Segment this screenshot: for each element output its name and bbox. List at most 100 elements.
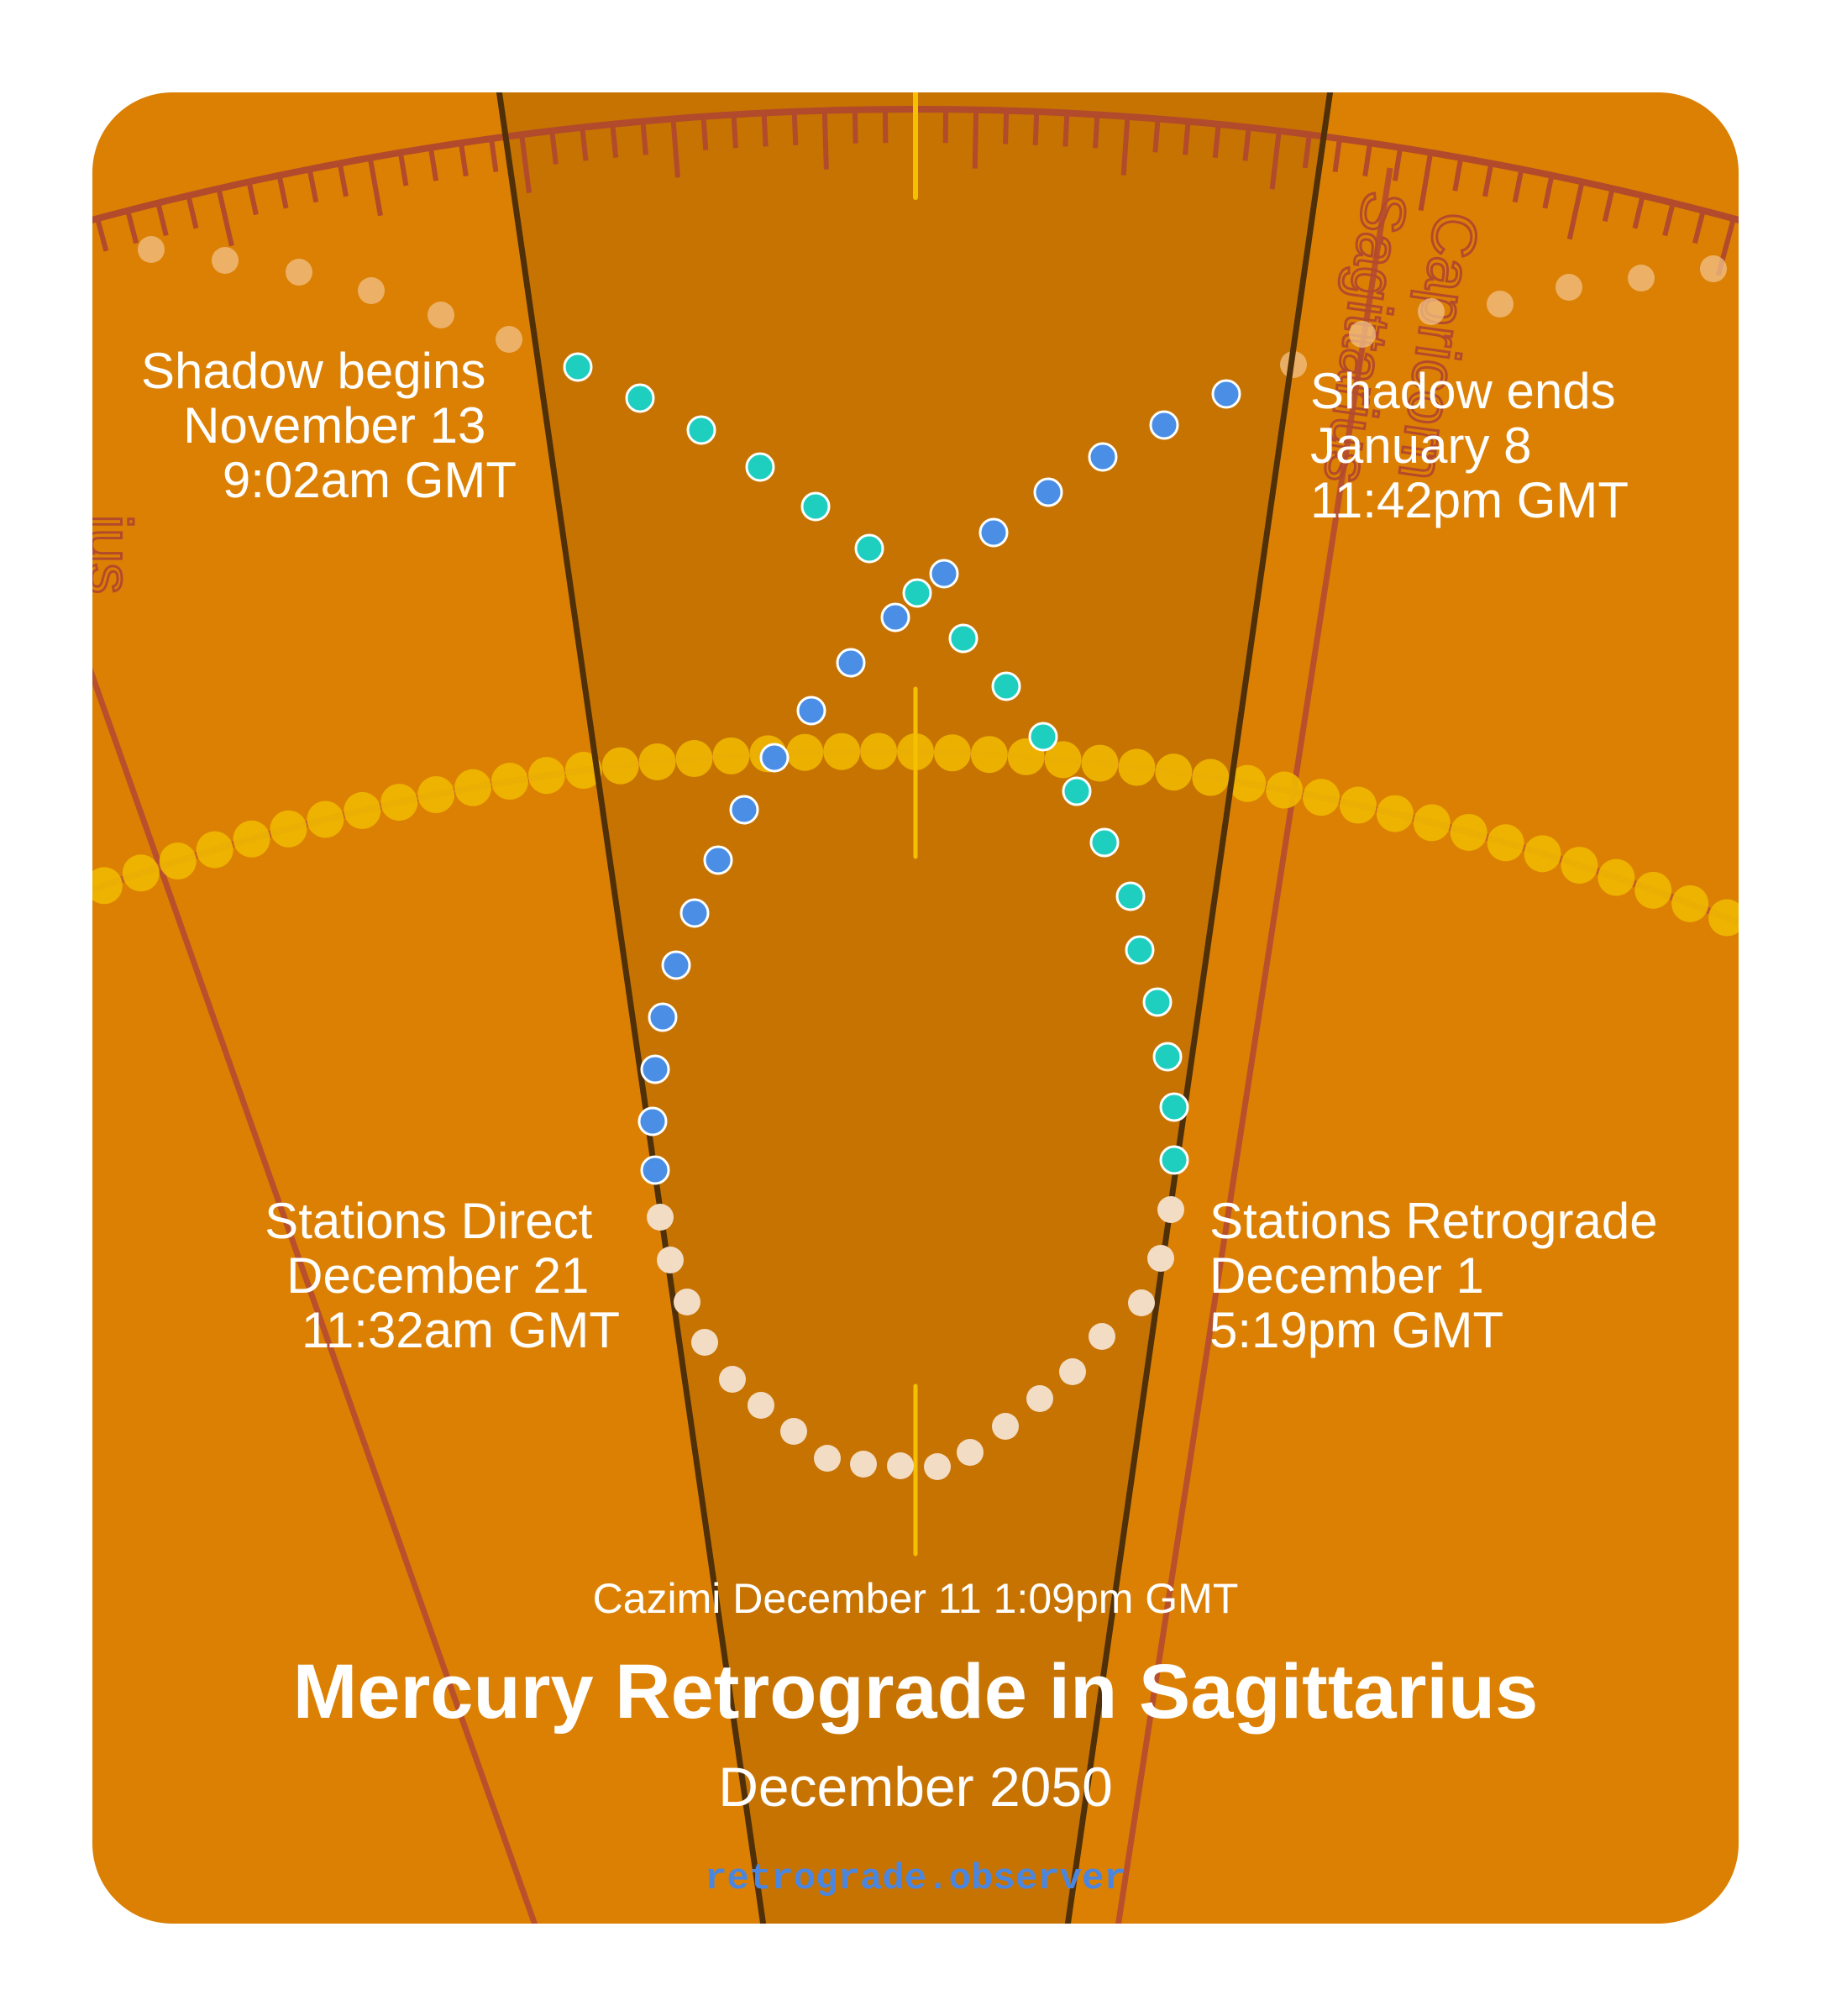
mercury-dot-pre-shadow — [991, 671, 1021, 701]
mercury-dot-post-shadow — [729, 795, 759, 825]
mercury-dot-retrograde — [674, 1289, 700, 1315]
sun-dot — [638, 743, 676, 780]
mercury-dot-pre-shadow — [1159, 1145, 1189, 1175]
shadow-begins-label: Shadow begins November 13 9:02am GMT — [141, 343, 517, 508]
outer-dot — [1700, 255, 1727, 282]
sun-dot — [1634, 871, 1672, 909]
sun-dot — [270, 810, 307, 848]
outer-faint-dots — [138, 236, 1727, 378]
sun-dot — [1266, 771, 1304, 809]
mercury-dot-pre-shadow — [800, 491, 831, 522]
mercury-dot-post-shadow — [640, 1155, 670, 1185]
mercury-dot-retrograde — [814, 1445, 841, 1472]
sun-dot — [601, 747, 639, 785]
zodiac-tick — [337, 162, 349, 197]
zodiac-tick — [761, 113, 769, 147]
zodiac-tick — [155, 202, 169, 237]
sun-dot — [159, 843, 197, 880]
mercury-dot-post-shadow — [759, 743, 790, 773]
sun-dot — [527, 757, 565, 795]
shadow-ends-label: Shadow ends January 8 11:42pm GMT — [1310, 363, 1629, 528]
zodiac-tick — [1482, 162, 1494, 197]
mercury-dot-post-shadow — [640, 1054, 670, 1084]
mercury-dot-post-shadow — [880, 602, 910, 633]
mercury-path-dots — [563, 352, 1241, 1480]
mercury-dot-pre-shadow — [745, 452, 775, 482]
zodiac-ticks — [95, 109, 1764, 276]
zodiac-tick — [640, 121, 648, 155]
zodiac-tick — [125, 209, 139, 244]
zodiac-tick — [428, 147, 439, 181]
zodiac-tick — [1120, 116, 1131, 176]
sign-label-left: ius — [75, 515, 144, 595]
mercury-dot-retrograde — [691, 1329, 718, 1356]
mercury-dot-retrograde — [1026, 1385, 1053, 1412]
mercury-dot-pre-shadow — [563, 352, 593, 382]
zodiac-tick — [1269, 130, 1282, 190]
stations-retrograde-label: Stations Retrograde December 1 5:19pm GM… — [1209, 1193, 1671, 1358]
mercury-dot-post-shadow — [1149, 410, 1179, 440]
mercury-dot-retrograde — [887, 1452, 914, 1479]
mercury-dot-retrograde — [748, 1392, 774, 1419]
zodiac-tick — [1692, 209, 1706, 244]
outer-dot — [496, 326, 522, 353]
zodiac-tick — [549, 130, 559, 165]
zodiac-tick — [731, 114, 738, 149]
mercury-dot-retrograde — [657, 1247, 684, 1273]
mercury-dot-post-shadow — [796, 696, 826, 726]
zodiac-tick — [489, 138, 499, 173]
zodiac-tick — [246, 181, 259, 216]
sun-dot — [1044, 741, 1082, 779]
zodiac-tick — [216, 187, 234, 247]
mercury-dot-post-shadow — [1088, 442, 1118, 472]
shadow-band — [498, 92, 1331, 1924]
sun-dot — [1118, 748, 1156, 786]
zodiac-tick — [972, 109, 979, 169]
zodiac-tick — [1332, 138, 1342, 173]
mercury-dot-post-shadow — [929, 559, 959, 589]
zodiac-tick — [1662, 202, 1676, 237]
zodiac-tick — [1152, 118, 1161, 153]
sun-dot — [933, 734, 971, 772]
sun-dot — [122, 854, 160, 892]
zodiac-tick — [458, 142, 469, 177]
sun-dot — [344, 791, 381, 829]
sun-dot — [454, 769, 492, 806]
mercury-dot-retrograde — [1157, 1196, 1184, 1223]
outer-dot — [138, 236, 165, 263]
sun-dot — [491, 763, 528, 801]
diagram-subtitle: December 2050 — [718, 1756, 1113, 1818]
mercury-dot-pre-shadow — [948, 623, 978, 654]
sun-dot — [1229, 764, 1267, 802]
stations-direct-label: Stations Direct December 21 11:32am GMT — [265, 1193, 620, 1358]
sun-dot — [1598, 858, 1635, 896]
sun-dot — [970, 736, 1008, 774]
zodiac-tick — [1093, 114, 1100, 149]
sun-dot — [1339, 786, 1377, 824]
mercury-dot-retrograde — [850, 1451, 877, 1478]
mercury-dot-pre-shadow — [1062, 776, 1092, 806]
zodiac-tick — [276, 175, 289, 209]
zodiac-tick — [1418, 152, 1434, 212]
site-link[interactable]: retrograde.observer — [705, 1858, 1126, 1900]
sun-dot — [417, 775, 455, 813]
zodiac-tick — [1302, 134, 1312, 169]
mercury-dot-retrograde — [1089, 1323, 1115, 1350]
zodiac-tick — [1392, 147, 1403, 181]
outer-dot — [1349, 321, 1376, 348]
mercury-dot-pre-shadow — [854, 533, 884, 564]
zodiac-tick — [397, 152, 409, 186]
shadow-band-edge-left — [495, 92, 768, 1924]
sun-dot — [823, 732, 861, 770]
sun-dot — [49, 880, 86, 917]
zodiac-tick — [307, 168, 319, 203]
zodiac-tick — [1755, 227, 1764, 260]
outer-dot — [428, 302, 454, 328]
zodiac-tick — [580, 127, 589, 161]
sun-dot — [1155, 753, 1193, 791]
sun-dot — [712, 737, 750, 774]
sign-boundary-right — [1114, 167, 1393, 1924]
zodiac-tick — [1242, 127, 1251, 161]
zodiac-tick — [1602, 187, 1615, 223]
